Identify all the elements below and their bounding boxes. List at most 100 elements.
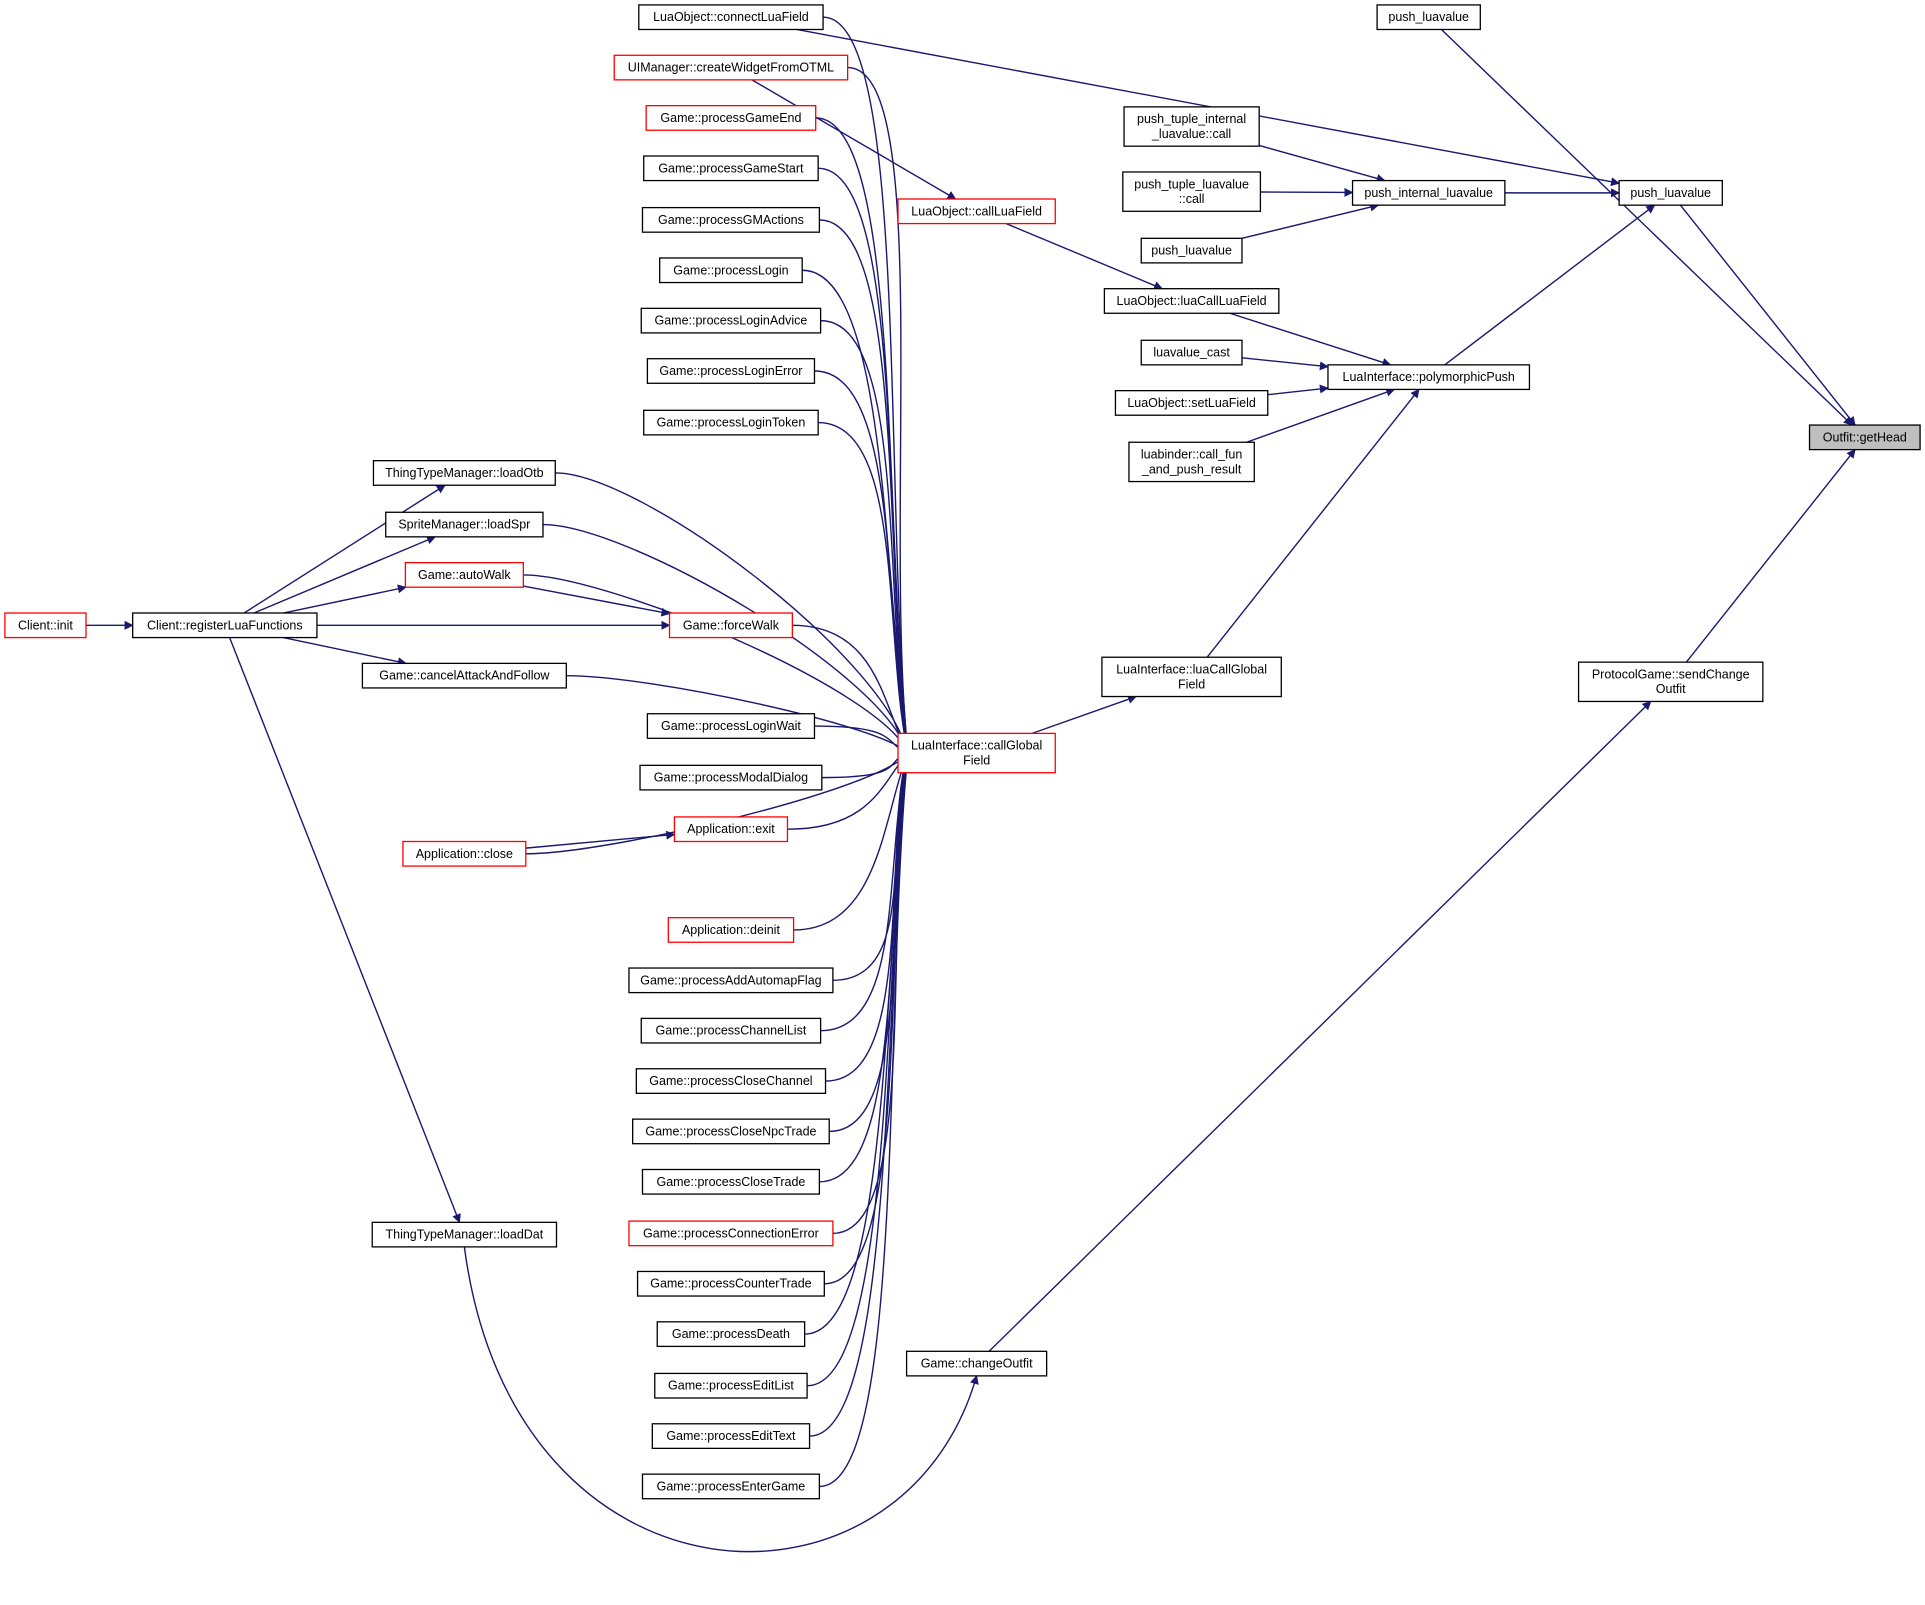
node-uimanager-createwidgetfromotml[interactable]: UIManager::createWidgetFromOTML — [613, 54, 849, 81]
node-label: push_tuple_luavalue — [1134, 177, 1249, 191]
node-box — [1123, 106, 1260, 147]
node-label: luavalue_cast — [1153, 346, 1230, 360]
node-game-processchannellist[interactable]: Game::processChannelList — [640, 1017, 822, 1044]
node-thingtypemanager-loaddat[interactable]: ThingTypeManager::loadDat — [371, 1221, 558, 1248]
node-push-tuple-internal-luavalue-call[interactable]: push_tuple_internal_luavalue::call — [1123, 106, 1260, 147]
edge-n38-n45 — [1241, 357, 1329, 371]
node-label: push_luavalue — [1388, 10, 1469, 24]
node-box — [628, 967, 834, 994]
node-game-processconnectionerror[interactable]: Game::processConnectionError — [628, 1220, 834, 1247]
node-label: Game::autoWalk — [418, 568, 511, 582]
node-application-exit[interactable]: Application::exit — [673, 816, 789, 843]
node-game-processcountertrade[interactable]: Game::processCounterTrade — [636, 1270, 825, 1297]
node-game-processlogintoken[interactable]: Game::processLoginToken — [643, 409, 819, 436]
node-game-processclosenpctrade[interactable]: Game::processCloseNpcTrade — [632, 1118, 830, 1145]
edge-n2-n7 — [283, 636, 407, 667]
edge-n4-n35 — [542, 523, 910, 754]
node-game-processclosechannel[interactable]: Game::processCloseChannel — [635, 1068, 827, 1094]
node-box — [636, 1270, 825, 1297]
node-label: LuaObject::connectLuaField — [653, 10, 809, 24]
node-box — [640, 307, 822, 334]
node-luavalue-cast[interactable]: luavalue_cast — [1140, 339, 1243, 366]
node-game-processloginerror[interactable]: Game::processLoginError — [646, 358, 816, 384]
node-label: LuaObject::luaCallLuaField — [1117, 294, 1267, 308]
edge-n2-n3 — [243, 484, 446, 614]
node-box — [1618, 179, 1723, 206]
node-box — [639, 764, 823, 791]
node-game-processedittext[interactable]: Game::processEditText — [651, 1423, 811, 1450]
node-luaobject-connectluafield[interactable]: LuaObject::connectLuaField — [638, 4, 824, 31]
node-box — [654, 1372, 808, 1399]
node-luainterface-polymorphicpush[interactable]: LuaInterface::polymorphicPush — [1327, 364, 1531, 391]
node-label: Game::cancelAttackAndFollow — [379, 669, 550, 683]
node-luaobject-callluafield[interactable]: LuaObject::callLuaField — [897, 198, 1056, 225]
node-push-internal-luavalue[interactable]: push_internal_luavalue — [1351, 179, 1506, 206]
node-game-processclosetrade[interactable]: Game::processCloseTrade — [641, 1168, 821, 1195]
node-game-autowalk[interactable]: Game::autoWalk — [404, 561, 524, 588]
node-label: Game::processEnterGame — [657, 1479, 806, 1493]
node-game-processlogin[interactable]: Game::processLogin — [659, 257, 803, 284]
node-game-processentergame[interactable]: Game::processEnterGame — [641, 1473, 821, 1500]
edge-n25-n35 — [825, 752, 911, 1082]
node-game-processmodaldialog[interactable]: Game::processModalDialog — [639, 764, 823, 791]
node-application-deinit[interactable]: Application::deinit — [667, 917, 795, 943]
node-game-processloginadvice[interactable]: Game::processLoginAdvice — [640, 307, 822, 334]
node-label: Game::processModalDialog — [654, 771, 808, 785]
node-label: Game::processGMActions — [658, 213, 804, 227]
node-label: SpriteManager::loadSpr — [398, 518, 530, 532]
node-game-processeditlist[interactable]: Game::processEditList — [654, 1372, 808, 1399]
node-box — [667, 917, 795, 943]
node-label: UIManager::createWidgetFromOTML — [628, 61, 834, 75]
node-luabinder-call-fun-and-push-result[interactable]: luabinder::call_fun_and_push_result — [1128, 441, 1255, 483]
node-box — [1327, 364, 1531, 391]
node-push-luavalue[interactable]: push_luavalue — [1618, 179, 1723, 206]
node-spritemanager-loadspr[interactable]: SpriteManager::loadSpr — [385, 511, 544, 538]
node-box — [897, 732, 1056, 774]
node-box — [628, 1220, 834, 1247]
node-box — [613, 54, 849, 81]
node-luaobject-setluafield[interactable]: LuaObject::setLuaField — [1114, 390, 1269, 416]
node-label: Game::changeOutfit — [921, 1357, 1033, 1371]
node-game-processaddautomapflag[interactable]: Game::processAddAutomapFlag — [628, 967, 834, 994]
node-box — [635, 1068, 827, 1094]
node-label: Outfit::getHead — [1823, 430, 1907, 444]
node-box — [659, 257, 803, 284]
node-box — [1808, 424, 1921, 451]
node-label: Game::processAddAutomapFlag — [640, 973, 821, 987]
node-client-registerluafunctions[interactable]: Client::registerLuaFunctions — [132, 612, 318, 639]
node-label: Game::processLoginAdvice — [655, 314, 808, 328]
node-box — [1122, 171, 1262, 212]
node-game-processgmactions[interactable]: Game::processGMActions — [641, 206, 821, 233]
node-box — [1577, 661, 1764, 703]
node-game-forcewalk[interactable]: Game::forceWalk — [668, 612, 794, 639]
node-thingtypemanager-loadotb[interactable]: ThingTypeManager::loadOtb — [372, 460, 556, 486]
node-game-processdeath[interactable]: Game::processDeath — [656, 1321, 806, 1348]
node-game-processloginwait[interactable]: Game::processLoginWait — [646, 713, 816, 739]
node-push-luavalue[interactable]: push_luavalue — [1376, 4, 1481, 31]
node-label: push_luavalue — [1151, 244, 1232, 258]
node-label: Game::processCounterTrade — [650, 1277, 811, 1291]
node-game-cancelattackandfollow[interactable]: Game::cancelAttackAndFollow — [361, 662, 567, 689]
node-label: LuaInterface::callGlobal — [911, 739, 1042, 753]
node-push-tuple-luavalue-call[interactable]: push_tuple_luavalue::call — [1122, 171, 1262, 212]
node-application-close[interactable]: Application::close — [402, 840, 527, 867]
node-luaobject-luacallluafield[interactable]: LuaObject::luaCallLuaField — [1103, 288, 1280, 314]
node-box — [1114, 390, 1269, 416]
node-push-luavalue[interactable]: push_luavalue — [1140, 237, 1243, 264]
node-outfit-gethead[interactable]: Outfit::getHead — [1808, 424, 1921, 451]
node-label: Game::processCloseChannel — [649, 1074, 812, 1088]
node-label: push_tuple_internal — [1137, 112, 1246, 126]
node-game-changeoutfit[interactable]: Game::changeOutfit — [905, 1350, 1048, 1377]
node-label: Client::init — [18, 618, 73, 632]
node-box — [1140, 339, 1243, 366]
node-game-processgamestart[interactable]: Game::processGameStart — [643, 155, 819, 182]
node-game-processgameend[interactable]: Game::processGameEnd — [645, 104, 817, 131]
node-box — [673, 816, 789, 843]
node-client-init[interactable]: Client::init — [4, 612, 87, 639]
node-box — [641, 206, 821, 233]
